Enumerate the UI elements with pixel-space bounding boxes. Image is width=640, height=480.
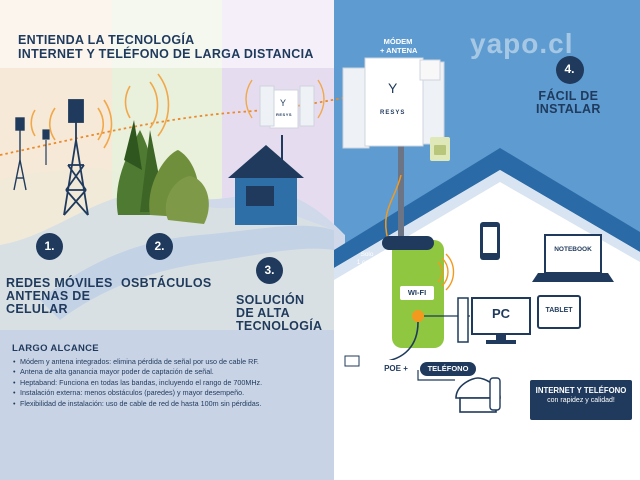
step-4-badge-bg <box>556 56 584 84</box>
internet-telefono-box: INTERNET Y TELÉFONO con rapidez y calida… <box>530 380 632 420</box>
headline-line-1: ENTIENDA LA TECNOLOGÍA <box>18 33 195 47</box>
cable-note-fine-1: Cable: Cat 5e <box>352 299 382 304</box>
small-device-brand: RESYS <box>276 112 293 117</box>
smartphone-label: SMARTPHONE <box>475 273 525 280</box>
big-device-brand: RESYS <box>380 110 406 116</box>
telefono-label: TELÉFONO <box>420 362 476 376</box>
big-house-wall-shade <box>334 170 640 280</box>
tablet-device <box>537 295 581 329</box>
internet-box-line-2: con rapidez y calidad! <box>547 397 615 404</box>
desk-phone-device <box>455 377 501 413</box>
largo-alcance-list: Módem y antena integrados: elimina pérdi… <box>12 357 332 409</box>
cable-note-line-3: de red <box>357 267 377 274</box>
cable-note-line-1: Solo <box>360 251 374 258</box>
small-antenna-device <box>259 85 315 129</box>
step-2-badge: 2. <box>146 233 173 260</box>
small-house <box>228 135 304 225</box>
modem-label: MÓDEM + ANTENA <box>380 37 418 55</box>
step-1-label: REDES MÓVILES ANTENAS DE CELULAR <box>6 277 113 316</box>
trees-cluster <box>116 120 209 224</box>
step-1-line-2: ANTENAS DE <box>6 289 91 303</box>
tablet-label: TABLET <box>545 307 573 314</box>
internet-box-line-1: INTERNET Y TELÉFONO <box>535 386 627 395</box>
modem-label-line-1: MÓDEM <box>383 37 413 46</box>
cable-note-fine-3: Anatel <box>360 309 374 315</box>
largo-alcance-item: Antena de alta ganancia mayor poder de c… <box>13 367 332 378</box>
step-4-label: FÁCIL DE INSTALAR <box>536 90 601 116</box>
step-3-badge: 3. <box>256 257 283 284</box>
cable-connector-top <box>382 236 434 250</box>
step-4-badge: 4. <box>564 62 575 76</box>
largo-alcance-item: Flexibilidad de instalación: uso de cabl… <box>13 399 332 410</box>
step-1-line-1: REDES MÓVILES <box>6 276 113 290</box>
sim-card-chip <box>434 145 446 155</box>
cable-note-fine-2: homologado <box>354 304 380 310</box>
step-1-badge: 1. <box>36 233 63 260</box>
cable-note-line-4: (hasta <box>358 275 376 282</box>
watermark: yapo.cl <box>470 28 574 59</box>
antenna-pole <box>398 140 404 252</box>
power-plug <box>344 355 360 367</box>
step-3-line-1: SOLUCIÓN <box>236 293 305 307</box>
cable-note-line-6: pérdida) <box>355 291 379 298</box>
largo-alcance-section: LARGO ALCANCE Módem y antena integrados:… <box>12 343 332 409</box>
notebook-device <box>532 234 614 282</box>
cell-tower-large <box>63 99 89 216</box>
step-2-label: OSBTÁCULOS <box>121 277 212 290</box>
cable-note-line-2: 1 cable <box>356 259 378 266</box>
big-device-letter: Y <box>388 80 398 96</box>
signal-arcs-left <box>30 99 113 149</box>
big-antenna-device <box>342 57 445 149</box>
poe-label: POE + <box>378 360 414 378</box>
largo-alcance-item: Módem y antena integrados: elimina pérdi… <box>13 357 332 368</box>
top-header-band <box>0 0 334 68</box>
modem-label-line-2: + ANTENA <box>380 46 418 55</box>
largo-alcance-item: Heptaband: Funciona en todas las bandas,… <box>13 378 332 389</box>
wifi-waves <box>437 253 455 291</box>
wifi-router-dot <box>412 310 424 322</box>
largo-alcance-title: LARGO ALCANCE <box>12 343 99 354</box>
step-4-line-2: INSTALAR <box>536 102 601 116</box>
cell-tower-small <box>13 117 27 191</box>
signal-arcs-small-antenna <box>245 79 325 119</box>
headline: ENTIENDA LA TECNOLOGÍA INTERNET Y TELÉFO… <box>18 33 314 61</box>
cable-note: Solo 1 cable de red (hasta 100m sin pérd… <box>343 251 391 315</box>
signal-dotted-line <box>0 91 376 156</box>
pc-label: PC <box>491 306 511 321</box>
cable-to-phone <box>417 370 455 381</box>
wifi-label: WI-FI <box>400 286 434 300</box>
step-4-line-1: FÁCIL DE <box>538 89 599 103</box>
blue-stream <box>40 225 334 320</box>
pc-device <box>457 297 531 344</box>
step-1-line-3: CELULAR <box>6 302 68 316</box>
cable-note-line-5: 100m sin <box>354 283 380 290</box>
step-2-line-1: OSBTÁCULOS <box>121 276 212 290</box>
smartphone-device <box>480 222 500 260</box>
signal-arcs-trees <box>124 73 170 137</box>
step-3-label: SOLUCIÓN DE ALTA TECNOLOGÍA <box>236 294 322 333</box>
cell-tower-tiny <box>42 129 50 165</box>
largo-alcance-item: Instalación externa: menos obstáculos (p… <box>13 388 332 399</box>
step-3-line-2: DE ALTA <box>236 306 290 320</box>
small-device-letter: Y <box>280 98 287 108</box>
step-3-line-3: TECNOLOGÍA <box>236 319 323 333</box>
headline-line-2: INTERNET Y TELÉFONO DE LARGA DISTANCIA <box>18 47 314 61</box>
antenna-cable <box>384 174 402 241</box>
notebook-label: NOTEBOOK <box>554 246 592 253</box>
